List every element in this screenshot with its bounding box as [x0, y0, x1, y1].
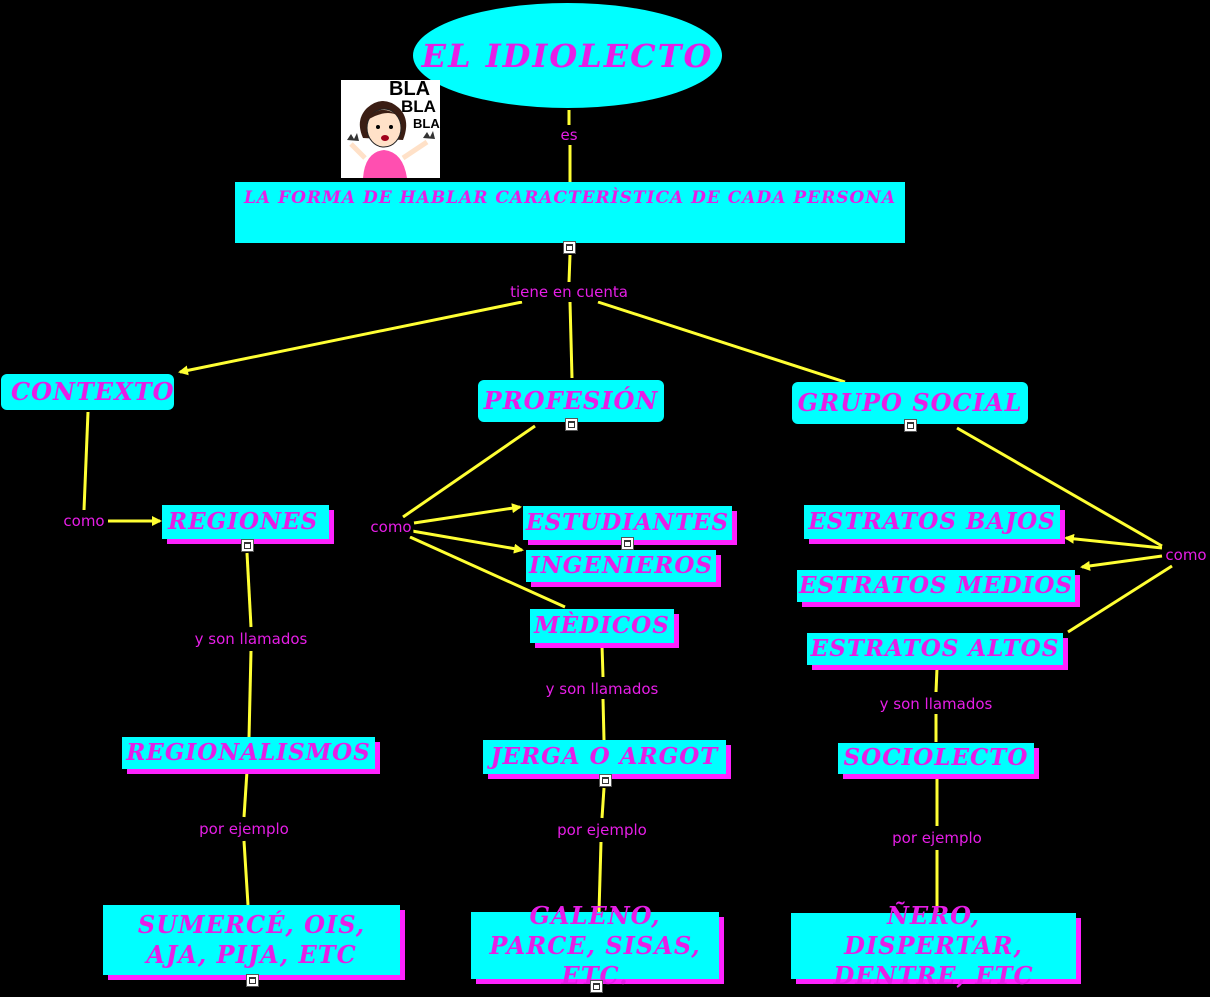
attached-document-icon[interactable]	[904, 419, 917, 432]
concept-medicos[interactable]: MÈDICOS	[530, 609, 674, 643]
link-label-ejemplo-sociolecto: por ejemplo	[890, 829, 984, 847]
example-regionalismos[interactable]: SUMERCÉ, OIS, AJA, PIJA, ETC	[103, 905, 400, 975]
concept-regiones[interactable]: REGIONES	[162, 505, 329, 539]
concept-estratos-medios[interactable]: ESTRATOS MEDIOS	[797, 570, 1075, 602]
attached-document-icon[interactable]	[621, 537, 634, 550]
bla-text-1: BLA	[389, 80, 431, 100]
link-label-llamados-medicos: y son llamados	[543, 680, 661, 698]
attached-document-icon[interactable]	[241, 539, 254, 552]
example-sociolecto[interactable]: ÑERO, DISPERTAR, DENTRE, ETC	[791, 901, 1076, 990]
link-label-como-contexto: como	[61, 512, 107, 530]
link-label-llamados-regiones: y son llamados	[192, 630, 310, 648]
concept-estratos-altos[interactable]: ESTRATOS ALTOS	[807, 633, 1063, 665]
concept-profesion[interactable]: PROFESIÓN	[478, 380, 664, 422]
concept-contexto[interactable]: CONTEXTO	[1, 374, 174, 410]
concept-estratos-bajos[interactable]: ESTRATOS BAJOS	[804, 505, 1060, 539]
concept-jerga-argot[interactable]: JERGA O ARGOT	[483, 740, 726, 774]
attached-document-icon[interactable]	[563, 241, 576, 254]
link-label-como-profesion: como	[368, 518, 414, 536]
link-label-es: es	[558, 126, 580, 144]
bla-text-3: BLA	[413, 116, 440, 131]
attached-document-icon[interactable]	[599, 774, 612, 787]
link-label-llamados-estratos: y son llamados	[877, 695, 995, 713]
concept-ingenieros[interactable]: INGENIEROS	[526, 550, 716, 582]
link-label-como-grupo: como	[1163, 546, 1209, 564]
link-label-tiene-en-cuenta: tiene en cuenta	[508, 283, 630, 301]
concept-grupo-social[interactable]: GRUPO SOCIAL	[792, 382, 1028, 424]
example-jerga[interactable]: GALENO, PARCE, SISAS, ETC.	[471, 901, 719, 990]
concept-sociolecto[interactable]: SOCIOLECTO	[838, 743, 1034, 774]
title-node[interactable]: EL IDIOLECTO	[413, 3, 722, 108]
definition-node[interactable]: LA FORMA DE HABLAR CARACTERÌSTICA DE CAD…	[235, 182, 905, 243]
link-label-ejemplo-regionalismos: por ejemplo	[197, 820, 291, 838]
bla-bla-girl-illustration: BLA BLA BLA	[341, 80, 440, 178]
attached-document-icon[interactable]	[246, 974, 259, 987]
link-label-ejemplo-jerga: por ejemplo	[555, 821, 649, 839]
bla-text-2: BLA	[401, 97, 436, 116]
cartoon-girl-icon	[347, 101, 435, 178]
attached-document-icon[interactable]	[565, 418, 578, 431]
attached-document-icon[interactable]	[590, 980, 603, 993]
concept-estudiantes[interactable]: ESTUDIANTES	[523, 506, 732, 540]
concept-regionalismos[interactable]: REGIONALISMOS	[122, 737, 375, 769]
